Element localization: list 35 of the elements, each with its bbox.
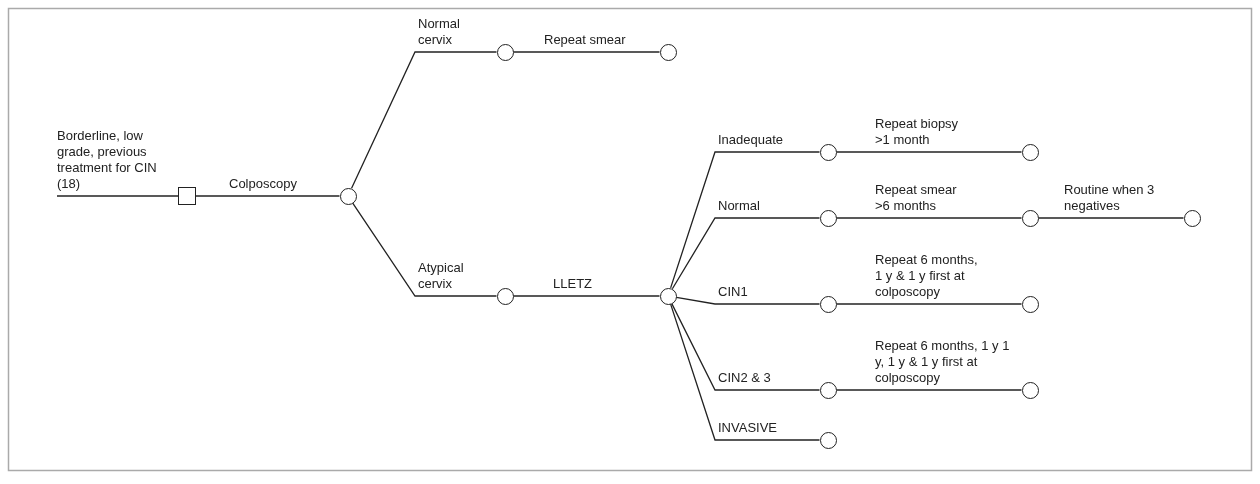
edge-label: Colposcopy xyxy=(228,176,298,192)
connector-line xyxy=(350,51,498,189)
circle-node xyxy=(659,287,677,305)
connector-line xyxy=(352,202,498,297)
connector-line xyxy=(670,303,821,441)
connector-line xyxy=(195,195,341,197)
circle-node xyxy=(496,287,514,305)
circle-node xyxy=(819,209,837,227)
edge-label: Inadequate xyxy=(717,132,785,148)
circle-node xyxy=(1021,381,1039,399)
connector-line xyxy=(56,195,179,197)
circle-node xyxy=(819,381,837,399)
circle-node xyxy=(1021,209,1039,227)
circle-node xyxy=(819,143,837,161)
connector-line xyxy=(670,151,821,289)
connector-line xyxy=(835,151,1023,153)
circle-node xyxy=(1021,295,1039,313)
connector-line xyxy=(1037,217,1185,219)
circle-node xyxy=(339,187,357,205)
connector-line xyxy=(835,217,1023,219)
connector-line xyxy=(675,296,821,305)
connector-line xyxy=(671,302,821,391)
square-node xyxy=(178,187,196,205)
circle-node xyxy=(496,43,514,61)
circle-node xyxy=(1021,143,1039,161)
connector-line xyxy=(671,217,821,290)
connector-line xyxy=(512,51,661,53)
connector-line xyxy=(835,389,1023,391)
circle-node xyxy=(819,431,837,449)
connector-line xyxy=(835,303,1023,305)
circle-node xyxy=(659,43,677,61)
edge-label: Repeat smear xyxy=(543,32,627,48)
connector-line xyxy=(512,295,661,297)
circle-node xyxy=(1183,209,1201,227)
circle-node xyxy=(819,295,837,313)
